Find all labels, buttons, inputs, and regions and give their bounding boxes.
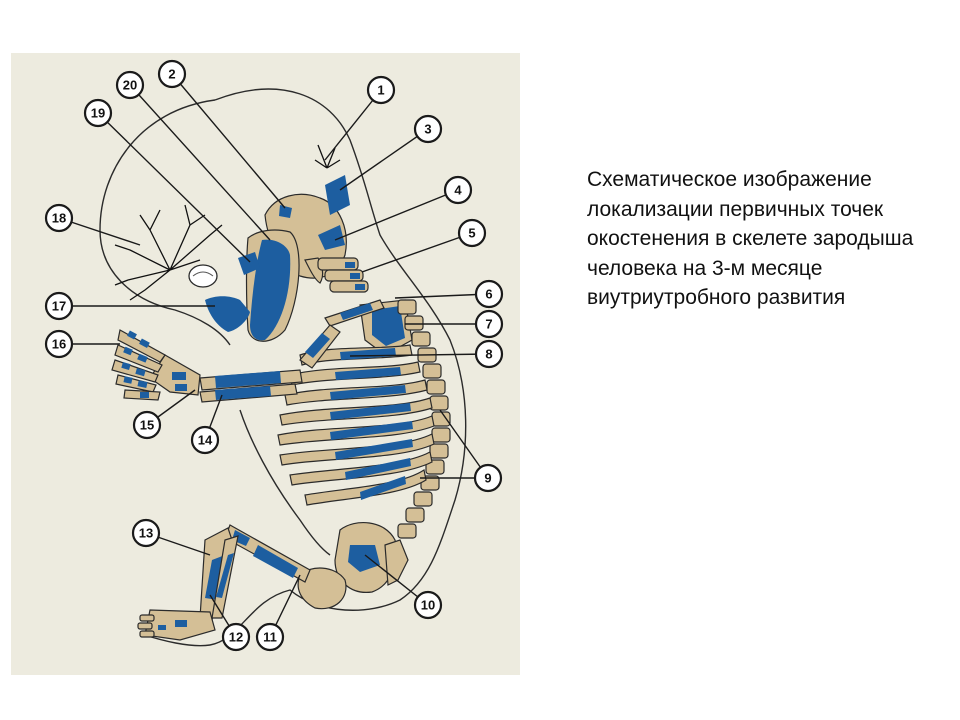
marker-13: 13 <box>131 518 161 548</box>
marker-18: 18 <box>44 203 74 233</box>
marker-number: 16 <box>52 337 66 352</box>
marker-10: 10 <box>413 590 443 620</box>
eye-iris <box>192 271 214 277</box>
marker-number: 11 <box>263 630 277 645</box>
marker-circle <box>115 70 145 100</box>
ribs <box>277 344 435 506</box>
marker-circle <box>443 175 473 205</box>
marker-number: 17 <box>52 299 66 314</box>
marker-number: 3 <box>424 122 431 137</box>
marker-number: 6 <box>485 287 492 302</box>
marker-circle <box>474 309 504 339</box>
marker-6: 6 <box>474 279 504 309</box>
marker-number: 13 <box>139 526 153 541</box>
marker-15: 15 <box>132 410 162 440</box>
skull-vessels <box>114 144 341 301</box>
marker-circle <box>255 622 285 652</box>
cervical-spine <box>317 257 369 293</box>
marker-number: 8 <box>485 347 492 362</box>
marker-number: 9 <box>484 471 491 486</box>
pelvis <box>297 522 409 610</box>
marker-number: 20 <box>123 78 137 93</box>
marker-number: 18 <box>52 211 66 226</box>
marker-circle <box>132 410 162 440</box>
marker-circle <box>474 279 504 309</box>
marker-circle <box>83 98 113 128</box>
eye <box>188 264 218 288</box>
leg <box>199 524 311 621</box>
marker-circle <box>366 75 396 105</box>
marker-20: 20 <box>115 70 145 100</box>
hand <box>111 329 201 401</box>
marker-circle <box>413 114 443 144</box>
marker-1: 1 <box>366 75 396 105</box>
marker-number: 4 <box>454 183 462 198</box>
marker-19: 19 <box>83 98 113 128</box>
arm <box>199 324 341 403</box>
marker-8: 8 <box>474 339 504 369</box>
marker-number: 12 <box>229 630 243 645</box>
marker-circle <box>131 518 161 548</box>
marker-9: 9 <box>473 463 503 493</box>
marker-circle <box>44 291 74 321</box>
limb-outline <box>239 409 331 556</box>
marker-number: 1 <box>377 83 384 98</box>
clavicle <box>324 299 385 327</box>
marker-number: 14 <box>198 433 213 448</box>
marker-11: 11 <box>255 622 285 652</box>
marker-circle <box>44 329 74 359</box>
jaw <box>205 229 300 342</box>
marker-circle <box>221 622 251 652</box>
foot <box>137 609 216 641</box>
marker-circle <box>457 218 487 248</box>
marker-circle <box>413 590 443 620</box>
marker-4: 4 <box>443 175 473 205</box>
marker-16: 16 <box>44 329 74 359</box>
marker-number: 19 <box>91 106 105 121</box>
marker-14: 14 <box>190 425 220 455</box>
marker-circle <box>474 339 504 369</box>
marker-17: 17 <box>44 291 74 321</box>
marker-2: 2 <box>157 59 187 89</box>
marker-7: 7 <box>474 309 504 339</box>
marker-circle <box>190 425 220 455</box>
marker-circle <box>157 59 187 89</box>
marker-3: 3 <box>413 114 443 144</box>
marker-circle <box>44 203 74 233</box>
marker-number: 10 <box>421 598 435 613</box>
body-outline <box>99 88 467 647</box>
marker-circle <box>473 463 503 493</box>
marker-5: 5 <box>457 218 487 248</box>
marker-number: 15 <box>140 418 154 433</box>
marker-number: 7 <box>485 317 492 332</box>
marker-number: 5 <box>468 226 475 241</box>
marker-12: 12 <box>221 622 251 652</box>
marker-number: 2 <box>168 67 175 82</box>
diagram-caption: Схематическое изображение локализации пе… <box>587 168 914 309</box>
